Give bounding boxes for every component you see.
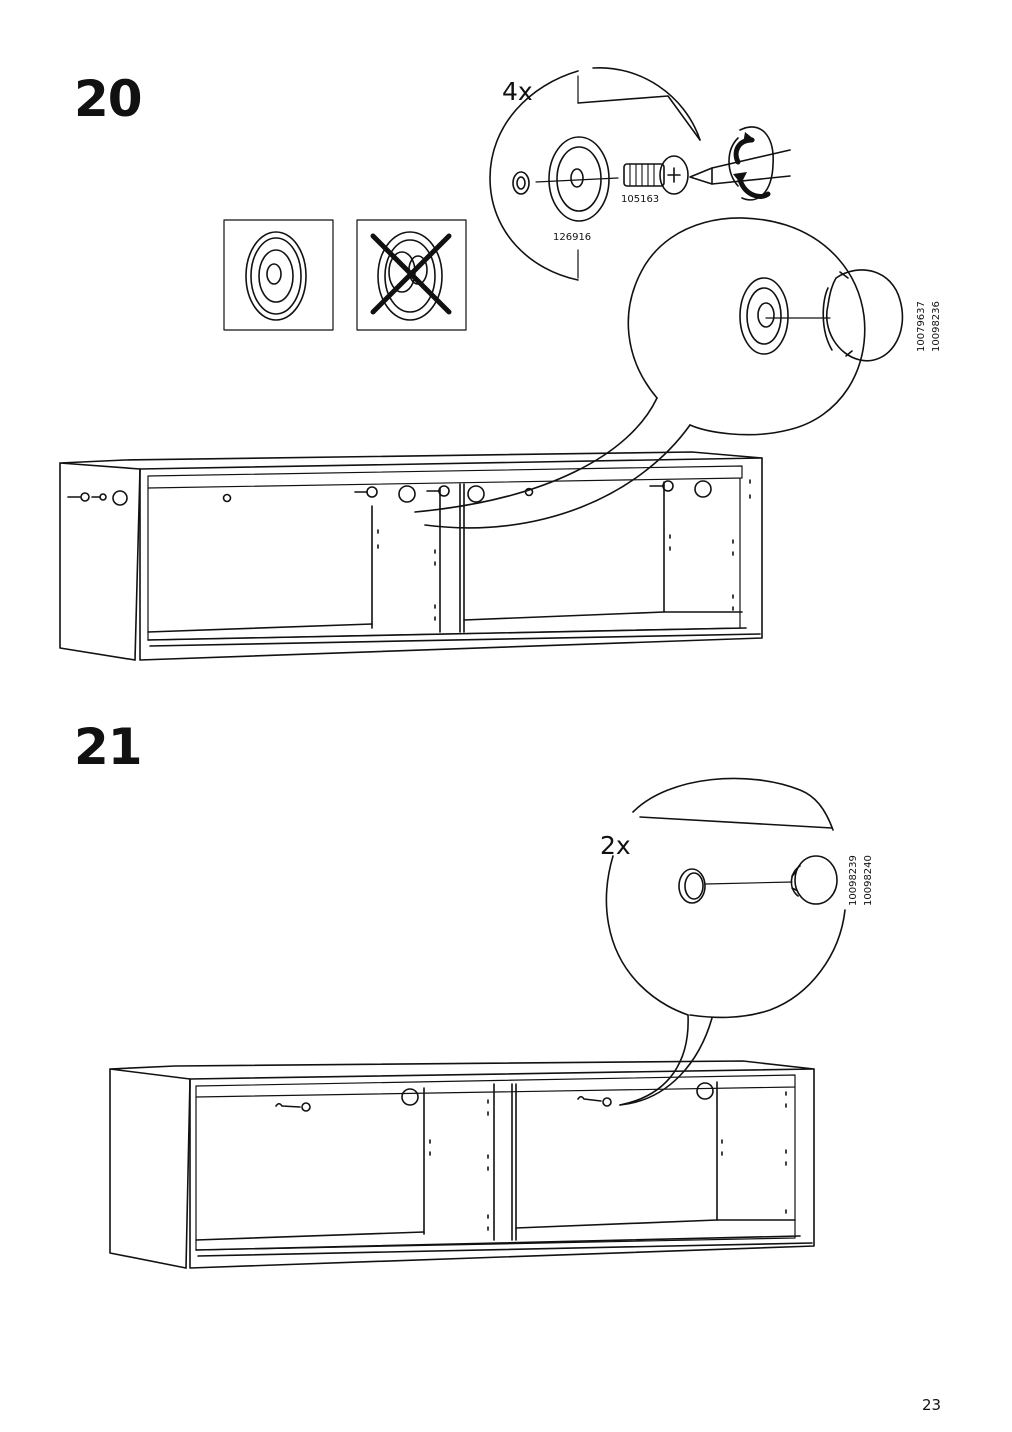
part-code-screw: 105163: [621, 194, 659, 205]
quantity-label-20: 4x: [502, 77, 533, 106]
cabinet-illustration-20: [59, 451, 763, 661]
detail-bubble-cover-cap: [414, 217, 904, 529]
step-number-20: 20: [74, 70, 143, 128]
detail-bubble-screw: [489, 67, 791, 281]
page-number: 23: [922, 1396, 942, 1414]
part-code-vertical-20a: 10079637: [916, 301, 927, 352]
part-code-vertical-20b: 10098236: [931, 301, 942, 352]
quantity-label-21: 2x: [600, 831, 631, 860]
correct-example-panel: [223, 219, 334, 331]
part-code-cap: 126916: [553, 232, 591, 243]
incorrect-example-panel: [356, 219, 467, 331]
step-number-21: 21: [74, 718, 143, 776]
part-code-vertical-21b: 10098240: [863, 855, 874, 906]
part-code-vertical-21a: 10098239: [848, 855, 859, 906]
detail-bubble-step21: [605, 777, 846, 1106]
cabinet-illustration-21: [109, 1060, 815, 1269]
